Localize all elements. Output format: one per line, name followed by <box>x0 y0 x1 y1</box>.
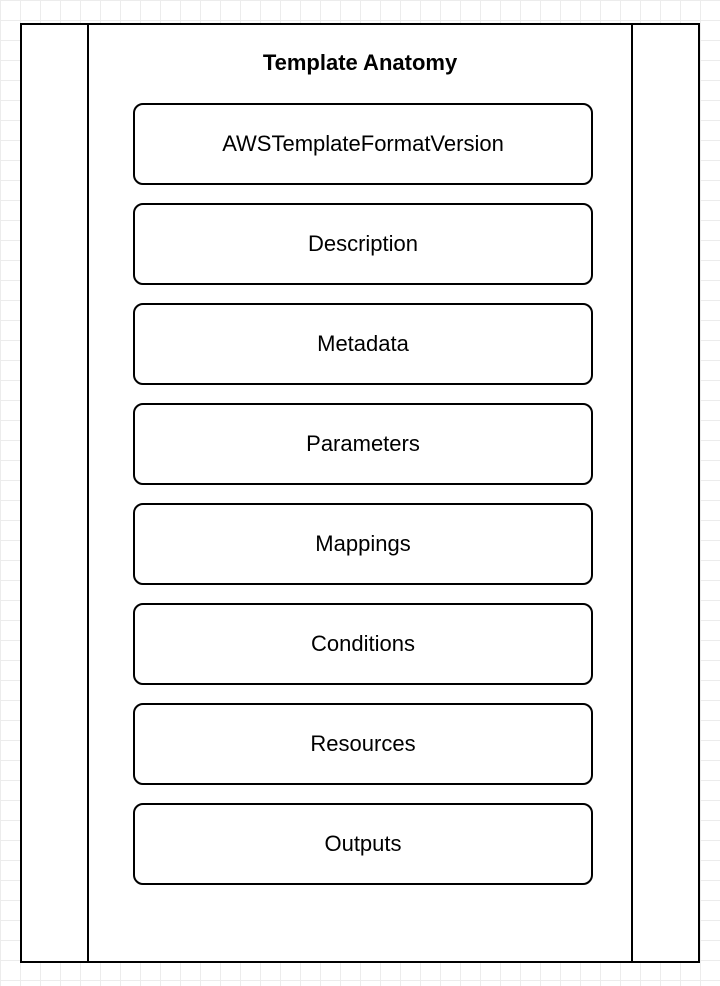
section-label: Outputs <box>324 831 402 856</box>
section-label: Mappings <box>315 531 411 556</box>
section-box-conditions[interactable]: Conditions <box>133 603 593 685</box>
section-box-outputs[interactable]: Outputs <box>133 803 593 885</box>
right-lane <box>631 25 698 961</box>
section-box-mappings[interactable]: Mappings <box>133 503 593 585</box>
section-box-resources[interactable]: Resources <box>133 703 593 785</box>
diagram-frame: Template Anatomy AWSTemplateFormatVersio… <box>20 23 700 963</box>
section-label: Metadata <box>317 331 409 356</box>
diagram-title: Template Anatomy <box>262 50 458 75</box>
section-label: Resources <box>310 731 416 756</box>
section-box-description[interactable]: Description <box>133 203 593 285</box>
section-label: AWSTemplateFormatVersion <box>222 131 504 156</box>
section-box-metadata[interactable]: Metadata <box>133 303 593 385</box>
section-list: AWSTemplateFormatVersion Description Met… <box>133 103 593 903</box>
left-lane <box>22 25 89 961</box>
section-box-parameters[interactable]: Parameters <box>133 403 593 485</box>
section-label: Conditions <box>311 631 415 656</box>
section-box-awstemplateformatversion[interactable]: AWSTemplateFormatVersion <box>133 103 593 185</box>
section-label: Parameters <box>306 431 420 456</box>
template-anatomy-panel: Template Anatomy AWSTemplateFormatVersio… <box>89 25 631 961</box>
section-label: Description <box>307 231 419 256</box>
